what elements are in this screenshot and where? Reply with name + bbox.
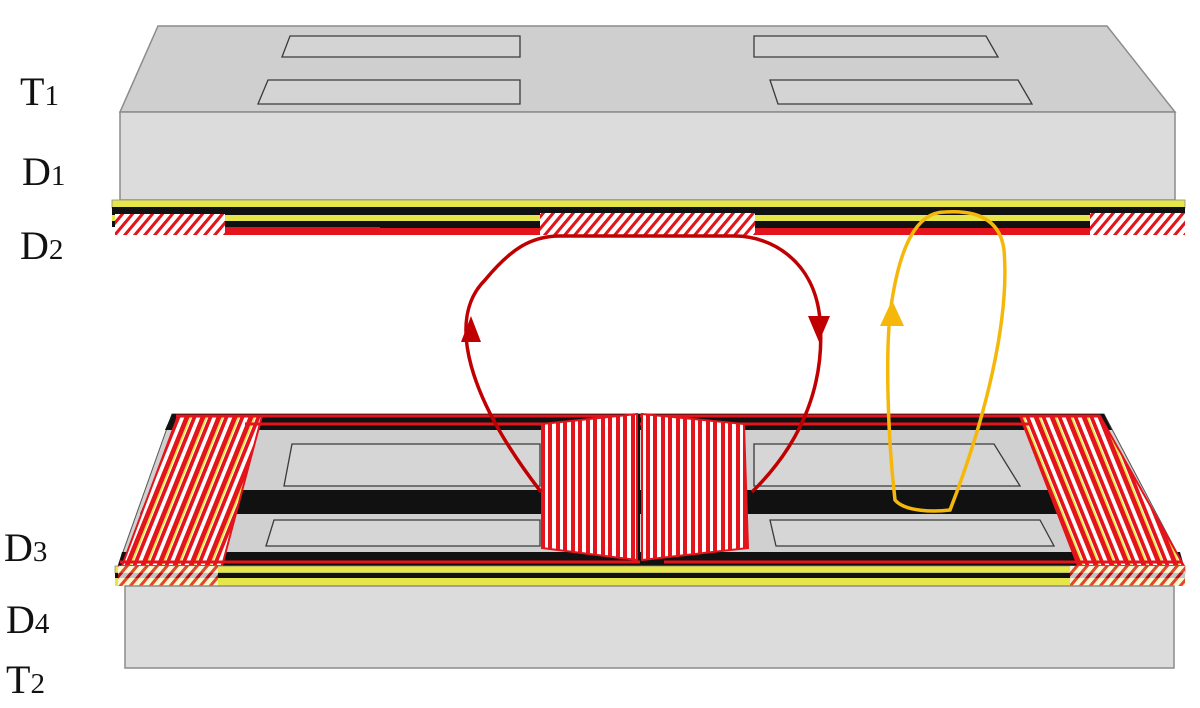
lower-thin-plate (114, 565, 1186, 586)
bottom-block-front-face (124, 585, 1175, 669)
leakage-flux-path (885, 209, 1007, 513)
layer-label-t2: T2 (6, 657, 45, 702)
layer-label-t1: T1 (20, 69, 59, 114)
leakage-flux-loop (880, 209, 1007, 513)
main-flux-path (464, 234, 823, 494)
upper-coil-right-turns (1090, 213, 1185, 235)
top-block (118, 25, 1177, 201)
layer-label-d3: D3 (4, 525, 48, 570)
lower-thin-plate-right-turns (1070, 566, 1185, 586)
lower-thin-plate-left-turns (118, 566, 218, 586)
main-flux-arrow-down-icon (808, 316, 830, 342)
main-flux-arrow-up-icon (461, 316, 481, 342)
upper-coil-center-turns (540, 213, 755, 235)
upper-winding-plate (111, 199, 1186, 235)
layer-label-d2: D2 (20, 223, 64, 268)
main-flux-loop (461, 234, 830, 494)
lower-coil-center (541, 412, 750, 562)
lower-winding-assembly (117, 412, 1186, 567)
layer-label-d1: D1 (22, 149, 66, 194)
leakage-flux-arrow-up-icon (880, 300, 904, 326)
lower-plate-recesses (265, 443, 1056, 547)
top-block-front-face (119, 111, 1176, 201)
upper-coil-left-turns (115, 214, 225, 235)
layer-label-d4: D4 (6, 597, 50, 642)
top-block-recesses (257, 35, 1034, 105)
